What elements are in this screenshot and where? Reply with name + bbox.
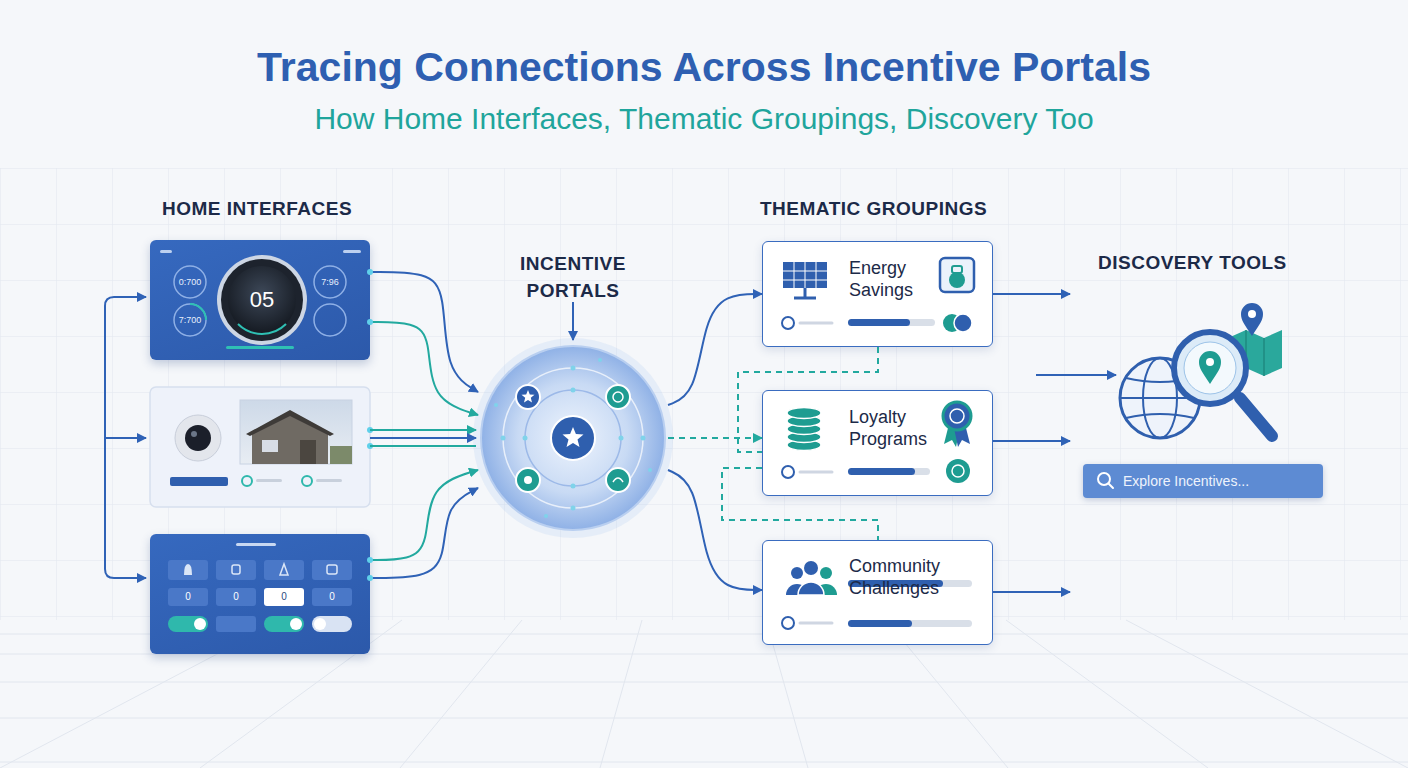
loyalty-icons: [782, 402, 971, 483]
energy-icons: [782, 258, 974, 332]
connector: [370, 488, 478, 578]
connector: [370, 272, 478, 392]
connector: [370, 470, 478, 560]
section-heading: HOME INTERFACES: [162, 198, 422, 220]
theme-card: Loyalty Programs: [762, 390, 993, 496]
node-label: Loyalty Programs: [849, 406, 944, 450]
device-panel: 05 0:700 7:96 7:700: [150, 240, 370, 360]
connector: [668, 437, 762, 439]
portal-hub: INCENTIVE PORTALS: [478, 250, 668, 530]
node-label: 0: [168, 591, 208, 603]
camera-panel: [150, 387, 373, 507]
search-bar: Explore Incentives...: [1083, 464, 1323, 498]
diagram-title: Tracing Connections Across Incentive Por…: [0, 44, 1408, 91]
section-heading: THEMATIC GROUPINGS: [760, 198, 1020, 220]
theme-card: Energy Savings: [762, 241, 993, 347]
connector: [993, 440, 1070, 442]
hub-circle: [481, 346, 665, 530]
connector: [668, 470, 762, 590]
node-label: INCENTIVE PORTALS: [498, 250, 648, 304]
node-label: 0: [264, 591, 304, 603]
node-label: 0: [312, 591, 352, 603]
connector: [370, 322, 478, 415]
node-label: 0: [216, 591, 256, 603]
subtitle: How Home Interfaces, Thematic Groupings,…: [0, 102, 1408, 136]
connector: [993, 591, 1070, 593]
device-panel: 0000: [150, 534, 370, 654]
discovery-region: DISCOVERY TOOLS Explore Incentives...: [1070, 245, 1340, 610]
thermostat-illustration: [160, 250, 373, 349]
node-label: Energy Savings: [849, 257, 939, 301]
connector: [668, 294, 762, 405]
node-label: 7:96: [310, 276, 350, 288]
input-bracket: [105, 297, 146, 578]
camera-wires: [370, 430, 476, 446]
node-label: Community Challenges: [849, 555, 964, 599]
community-icons: [782, 561, 972, 629]
portal-hub-icons: [494, 302, 652, 518]
theme-card: Community Challenges: [762, 540, 993, 645]
node-label: 7:700: [170, 314, 210, 326]
node-label: DISCOVERY TOOLS: [1098, 251, 1328, 275]
node-label: 05: [232, 287, 292, 313]
discovery-illustration: [1036, 303, 1282, 488]
connector: [993, 293, 1070, 295]
node-label: Explore Incentives...: [1123, 472, 1313, 490]
hub-glow: [473, 338, 673, 538]
control-grid-illustration: [168, 543, 373, 632]
node-label: 0:700: [170, 276, 210, 288]
